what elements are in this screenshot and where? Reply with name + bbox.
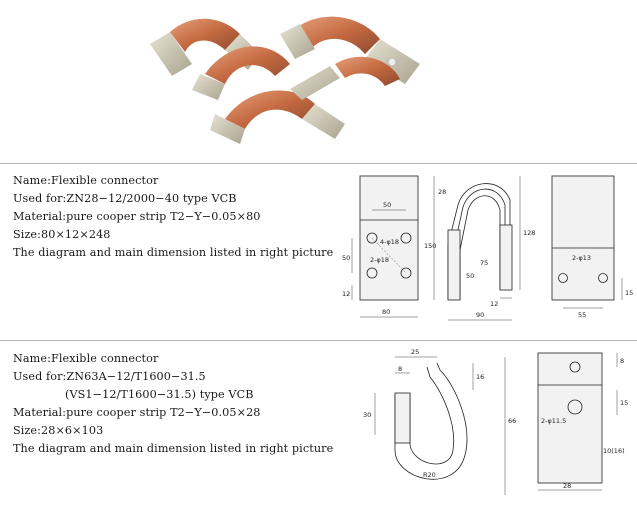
dim2-16: 16 bbox=[476, 373, 484, 381]
spec-used-for-2: Used for:ZN63A−12/T1600−31.5 bbox=[13, 370, 206, 383]
spec-material-2: Material:pure cooper strip T2−Y−0.05×28 bbox=[13, 406, 261, 419]
dim-15: 15 bbox=[625, 289, 633, 297]
dim2-15: 15 bbox=[620, 399, 628, 407]
spec-used-for: Used for:ZN28−12/2000−40 type VCB bbox=[13, 192, 237, 205]
dim-80: 80 bbox=[382, 308, 390, 316]
dim2-28: 28 bbox=[563, 482, 571, 490]
spec-name-2: Name:Flexible connector bbox=[13, 352, 159, 365]
dim-50-top: 50 bbox=[383, 201, 391, 209]
spec-block-1: Name:Flexible connector Used for:ZN28−12… bbox=[13, 172, 333, 262]
dim-50-side: 50 bbox=[466, 272, 474, 280]
dim-75: 75 bbox=[480, 259, 488, 267]
spec-note: The diagram and main dimension listed in… bbox=[13, 246, 334, 259]
spec-block-2: Name:Flexible connector Used for:ZN63A−1… bbox=[13, 350, 333, 458]
dim2-25: 25 bbox=[411, 348, 419, 356]
divider-top bbox=[0, 163, 637, 164]
dim-12: 12 bbox=[342, 290, 350, 298]
dim2-hole: 2-φ11.5 bbox=[541, 417, 566, 425]
dim-50-left: 50 bbox=[342, 254, 350, 262]
drawing-1: 50 4-φ18 2-φ18 50 12 80 150 28 75 50 12 … bbox=[342, 175, 633, 321]
dim-28: 28 bbox=[438, 188, 446, 196]
spec-note-2: The diagram and main dimension listed in… bbox=[13, 442, 334, 455]
product-photo bbox=[150, 16, 420, 144]
dim2-10: 10(16) bbox=[603, 447, 625, 455]
dim2-r20: R20 bbox=[423, 471, 436, 479]
spec-size-2: Size:28×6×103 bbox=[13, 424, 104, 437]
dim-90: 90 bbox=[476, 311, 484, 319]
spec-size: Size:80×12×248 bbox=[13, 228, 111, 241]
dim-hole-13: 2-φ13 bbox=[572, 254, 591, 262]
dim-128: 128 bbox=[523, 229, 535, 237]
dim2-66: 66 bbox=[508, 417, 516, 425]
dim-12-side: 12 bbox=[490, 300, 498, 308]
dim-hole: 4-φ18 bbox=[380, 238, 399, 246]
drawing-2: 25 8 16 30 66 R20 2-φ11.5 8 15 10(16) 28 bbox=[363, 348, 628, 495]
spec-material: Material:pure cooper strip T2−Y−0.05×80 bbox=[13, 210, 261, 223]
spec-name: Name:Flexible connector bbox=[13, 174, 159, 187]
dim-150: 150 bbox=[424, 242, 436, 250]
dim2-8b: 8 bbox=[620, 357, 624, 365]
dim2-30: 30 bbox=[363, 411, 371, 419]
dim-hole2: 2-φ18 bbox=[370, 256, 389, 264]
dim2-8: 8 bbox=[398, 365, 402, 373]
spec-used-for-2b: (VS1−12/T1600−31.5) type VCB bbox=[65, 388, 254, 401]
dim-55: 55 bbox=[578, 311, 586, 319]
divider-middle bbox=[0, 340, 637, 341]
